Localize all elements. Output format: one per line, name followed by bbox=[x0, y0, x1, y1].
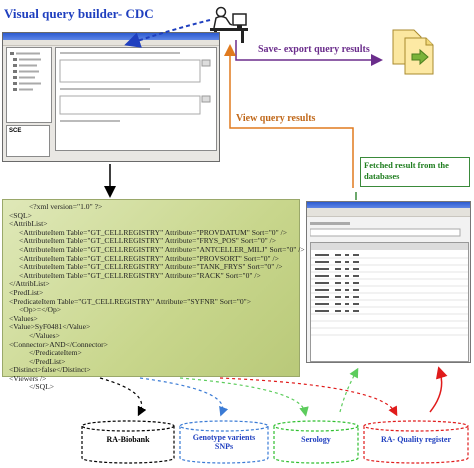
diagram-title: Visual query builder- CDC bbox=[4, 6, 154, 21]
arrow-xml-to-genotype bbox=[139, 377, 229, 417]
arrow-xml-to-serology bbox=[179, 377, 309, 417]
arrow-view-results bbox=[224, 44, 354, 188]
result-viewer-window bbox=[306, 201, 471, 363]
xml-line: </PredicateItem> bbox=[29, 348, 82, 358]
xml-line: <AttributeItem Table="GT_CELLREGISTRY" A… bbox=[19, 236, 277, 246]
xml-line: <Viewers /> bbox=[9, 373, 47, 383]
xml-line: <PredicateItem Table="GT_CELLREGISTRY" A… bbox=[9, 296, 252, 306]
save-export-label: Save- export query results bbox=[258, 44, 370, 55]
xml-line: </SQL> bbox=[29, 382, 55, 392]
arrow-xml-to-quality bbox=[219, 377, 398, 417]
table-tree-panel[interactable] bbox=[6, 47, 52, 123]
xml-line: <Distinct>false</Distinct> bbox=[9, 365, 91, 375]
xml-line: <AttributeItem Table="GT_CELLREGISTRY" A… bbox=[19, 253, 279, 263]
exported-documents-icon bbox=[390, 28, 442, 81]
xml-line: <AttributeItem Table="GT_CELLREGISTRY" A… bbox=[19, 270, 261, 280]
xml-line: <AttributeItem Table="GT_CELLREGISTRY" A… bbox=[19, 262, 283, 272]
window-toolbar bbox=[307, 208, 470, 217]
db-ra-quality-register: RA- Quality register bbox=[362, 420, 470, 464]
arrow-save-export bbox=[235, 40, 383, 66]
xml-line: <AttributeItem Table="GT_CELLREGISTRY" A… bbox=[19, 227, 287, 237]
db-label: RA-Biobank bbox=[106, 435, 150, 444]
window-titlebar bbox=[3, 33, 219, 40]
db-serology: Serology bbox=[272, 420, 360, 464]
db-label: Serology bbox=[301, 435, 331, 444]
xml-query-box: <?xml version="1.0" ?><SQL><AttribList><… bbox=[2, 199, 305, 391]
db-ra-biobank: RA-Biobank bbox=[80, 420, 176, 464]
fetched-label-line2: databases bbox=[364, 171, 400, 181]
fetched-results-label: Fetched result from the databases bbox=[360, 157, 470, 187]
sci-panel: SCE bbox=[6, 125, 50, 157]
xml-line: <Op>=</Op> bbox=[19, 305, 62, 315]
arrow-xml-to-ra-biobank bbox=[99, 377, 147, 417]
xml-line: <?xml version="1.0" ?> bbox=[29, 202, 103, 211]
xml-line: <AttribList> bbox=[9, 219, 48, 229]
db-label: RA- Quality register bbox=[380, 435, 452, 444]
xml-line: <Value>SyF0481</Value> bbox=[9, 322, 91, 332]
arrow-person-to-builder bbox=[124, 19, 211, 48]
query-editor-panel[interactable] bbox=[55, 47, 217, 151]
view-results-label: View query results bbox=[236, 113, 316, 124]
fetched-label-line1: Fetched result from the bbox=[364, 160, 449, 170]
xml-line: </Values> bbox=[29, 330, 60, 340]
arrow-quality-to-results bbox=[429, 366, 448, 413]
xml-line: <AttributeItem Table="GT_CELLREGISTRY" A… bbox=[19, 244, 305, 254]
window-titlebar bbox=[307, 202, 470, 208]
xml-line: </AttribList> bbox=[9, 279, 50, 289]
xml-lines: <?xml version="1.0" ?><SQL><AttribList><… bbox=[9, 202, 305, 392]
xml-line: <Values> bbox=[9, 313, 38, 323]
xml-line: <PredList> bbox=[9, 287, 44, 297]
window-menubar bbox=[3, 40, 219, 46]
query-builder-window: SCE bbox=[2, 32, 220, 162]
xml-line: <Connector>AND</Connector> bbox=[9, 339, 108, 349]
results-grid[interactable] bbox=[310, 242, 469, 362]
xml-line: </PredList> bbox=[29, 356, 66, 366]
xml-line: <SQL> bbox=[9, 210, 32, 220]
